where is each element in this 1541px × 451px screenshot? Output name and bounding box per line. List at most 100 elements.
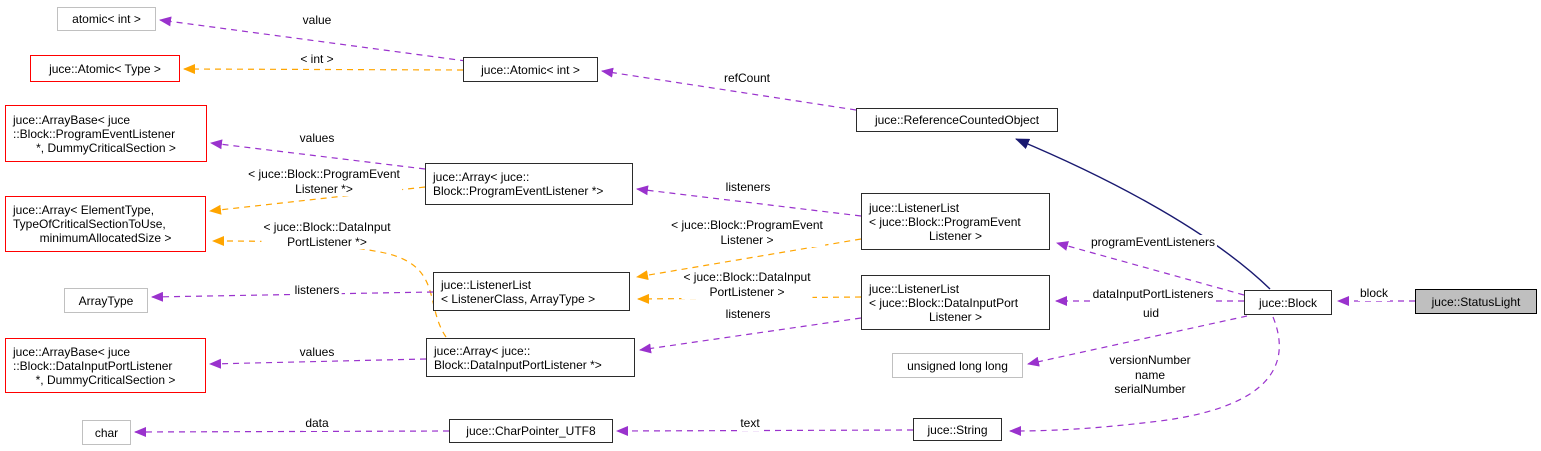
edge-label-programeventlisteners: programEventListeners [1088, 235, 1218, 250]
node-label-line: char [94, 425, 119, 440]
node-unsigned-long-long: unsigned long long [892, 353, 1023, 378]
edge-label-uid: uid [1140, 306, 1162, 321]
edge-label-line: data [305, 416, 329, 430]
edge-label-line: listeners [294, 283, 340, 297]
edge-label-values-datainput: values [297, 345, 337, 360]
edge-label-line: programEventListeners [1090, 235, 1216, 249]
node-label-line: juce::ReferenceCountedObject [874, 113, 1040, 127]
node-label-line: juce::Array< juce:: [433, 170, 530, 184]
edge-label-line: < juce::Block::ProgramEvent [671, 218, 823, 232]
node-juce-array-programeventlistener[interactable]: juce::Array< juce::Block::ProgramEventLi… [425, 163, 633, 205]
edge-label-line: block [1359, 286, 1389, 300]
edge-label-line: PortListener > [709, 284, 785, 299]
node-label-line: ::Block::DataInputPortListener [13, 358, 173, 373]
node-juce-statuslight: juce::StatusLight [1415, 289, 1537, 314]
edge-data [134, 426, 450, 437]
edge-label-line: < juce::Block::ProgramEvent [248, 167, 400, 181]
edge-label-block: block [1357, 286, 1391, 301]
node-juce-atomic-int[interactable]: juce::Atomic< int > [463, 57, 598, 82]
edge-listeners-programevent [636, 185, 862, 217]
edge-listeners-datainputport [639, 317, 862, 354]
node-label-line: juce::ArrayBase< juce [13, 112, 131, 127]
node-label-line: ::Block::ProgramEventListener [13, 126, 176, 141]
edge-label-values-programevent: values [297, 131, 337, 146]
node-char: char [82, 420, 131, 445]
node-label-line: juce::ListenerList [441, 277, 532, 292]
node-label-line: Listener > [928, 309, 983, 324]
edge-label-line: Listener *> [295, 181, 353, 196]
edge-label-line: refCount [723, 71, 771, 85]
node-label-line: juce::ListenerList [869, 281, 960, 296]
node-label-line: Block::DataInputPortListener *> [434, 357, 602, 372]
node-label-line: ArrayType [78, 293, 134, 308]
edge-label-line: dataInputPortListeners [1092, 287, 1214, 301]
node-juce-listenerlist-datainputport[interactable]: juce::ListenerList< juce::Block::DataInp… [861, 275, 1050, 330]
edge-listeners-generic [151, 291, 434, 302]
node-juce-arraybase-datainputportlistener[interactable]: juce::ArrayBase< juce::Block::DataInputP… [5, 338, 206, 393]
node-juce-charpointer-utf8[interactable]: juce::CharPointer_UTF8 [449, 419, 613, 443]
node-label-line: juce::String [927, 422, 988, 437]
edge-label-line: text [740, 416, 760, 430]
edge-text [616, 425, 914, 436]
node-label-line: TypeOfCriticalSectionToUse, [13, 217, 166, 231]
node-label-line: < juce::Block::ProgramEvent [869, 214, 1021, 229]
edge-label-line: uid [1142, 306, 1160, 320]
edge-values-programevent [210, 139, 426, 170]
edge-label-value: value [300, 13, 334, 28]
edge-label-line: serialNumber [1114, 382, 1186, 396]
edge-template-int [183, 64, 464, 75]
node-label-line: juce::CharPointer_UTF8 [466, 424, 596, 438]
edge-label-line: name [1134, 367, 1166, 382]
edge-uid [1027, 315, 1248, 367]
edge-label-line: versionNumber [1109, 353, 1191, 367]
node-juce-arraybase-programeventlistener[interactable]: juce::ArrayBase< juce::Block::ProgramEve… [5, 105, 207, 162]
node-label-line: < ListenerClass, ArrayType > [441, 291, 596, 306]
edge-label-line: values [299, 131, 335, 145]
edge-label-line: listeners [725, 307, 771, 321]
edge-label-line: Listener > [720, 232, 774, 247]
edge-label-listeners-generic: listeners [292, 283, 342, 298]
node-label-line: *, DummyCriticalSection > [35, 372, 176, 387]
node-atomic-int: atomic< int > [57, 7, 156, 31]
edge-label-line: value [302, 13, 332, 27]
node-juce-array-datainputportlistener[interactable]: juce::Array< juce::Block::DataInputPortL… [426, 338, 635, 377]
edge-label-line: listeners [725, 180, 771, 194]
node-label-line: Block::ProgramEventListener *> [433, 184, 604, 198]
node-juce-listenerlist-programevent[interactable]: juce::ListenerList< juce::Block::Program… [861, 193, 1050, 250]
edge-label-line: < juce::Block::DataInput [683, 270, 811, 284]
node-label-line: unsigned long long [907, 358, 1008, 373]
node-label-line: < juce::Block::DataInputPort [869, 295, 1019, 310]
node-juce-block[interactable]: juce::Block [1244, 290, 1332, 315]
node-juce-referencecountedobject[interactable]: juce::ReferenceCountedObject [856, 108, 1058, 132]
node-label-line: juce::Block [1258, 295, 1318, 310]
edge-label-template-int: < int > [298, 52, 336, 67]
node-label-line: juce::ArrayBase< juce [13, 344, 131, 359]
edge-value [159, 16, 467, 62]
edge-label-line: < juce::Block::DataInput [263, 220, 391, 234]
node-juce-atomic-type[interactable]: juce::Atomic< Type > [30, 55, 180, 82]
edge-label-line: PortListener *> [287, 234, 367, 249]
edge-inheritance-referencecountedobject [1015, 138, 1271, 290]
node-label-line: juce::Array< ElementType, [13, 203, 155, 217]
node-label-line: juce::ListenerList [869, 200, 960, 215]
node-label-line: atomic< int > [72, 12, 141, 26]
node-arraytype: ArrayType [64, 288, 148, 313]
node-label-line: juce::StatusLight [1431, 294, 1521, 309]
edge-label-datainputportlisteners: dataInputPortListeners [1090, 287, 1216, 302]
node-label-line: Listener > [928, 228, 983, 243]
edge-refcount [601, 67, 857, 111]
node-juce-listenerlist-generic[interactable]: juce::ListenerList< ListenerClass, Array… [433, 272, 630, 311]
edge-label-line: < int > [300, 52, 334, 66]
node-label-line: *, DummyCriticalSection > [36, 140, 176, 155]
node-juce-string[interactable]: juce::String [913, 418, 1002, 441]
edge-values-datainput [209, 358, 427, 369]
edge-label-data: data [303, 416, 331, 431]
node-juce-array-elementtype[interactable]: juce::Array< ElementType,TypeOfCriticalS… [5, 196, 206, 252]
edge-label-listeners-programevent: listeners [723, 180, 773, 195]
node-label-line: minimumAllocatedSize > [39, 231, 172, 245]
edge-label-listeners-datainputport: listeners [723, 307, 773, 322]
